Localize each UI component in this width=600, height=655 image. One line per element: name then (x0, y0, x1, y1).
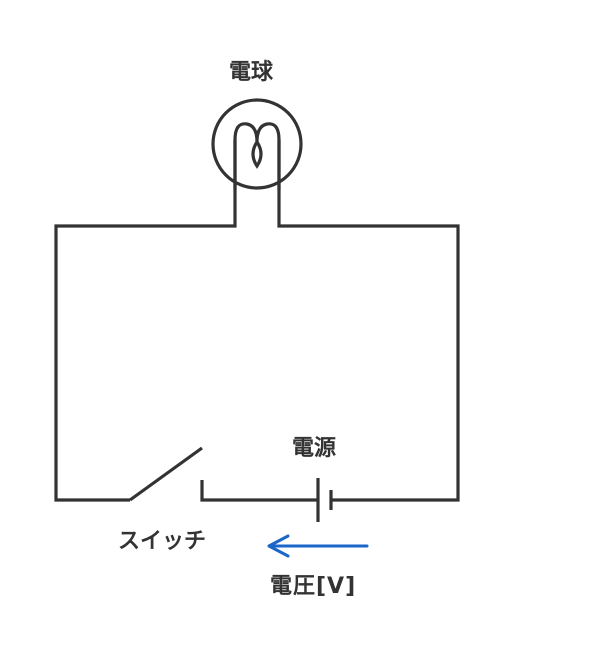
wire-left (54, 140, 237, 502)
switch-label: スイッチ (118, 529, 207, 554)
open-switch-icon (129, 446, 203, 502)
battery-icon (316, 478, 333, 522)
wire-bottom (200, 480, 318, 502)
power-source-label: 電源 (292, 436, 337, 461)
left-arrow-icon (267, 534, 369, 558)
bulb-label: 電球 (229, 60, 274, 85)
voltage-label: 電圧[V] (270, 574, 357, 599)
light-bulb-icon (211, 98, 303, 190)
wire-right (277, 140, 460, 502)
